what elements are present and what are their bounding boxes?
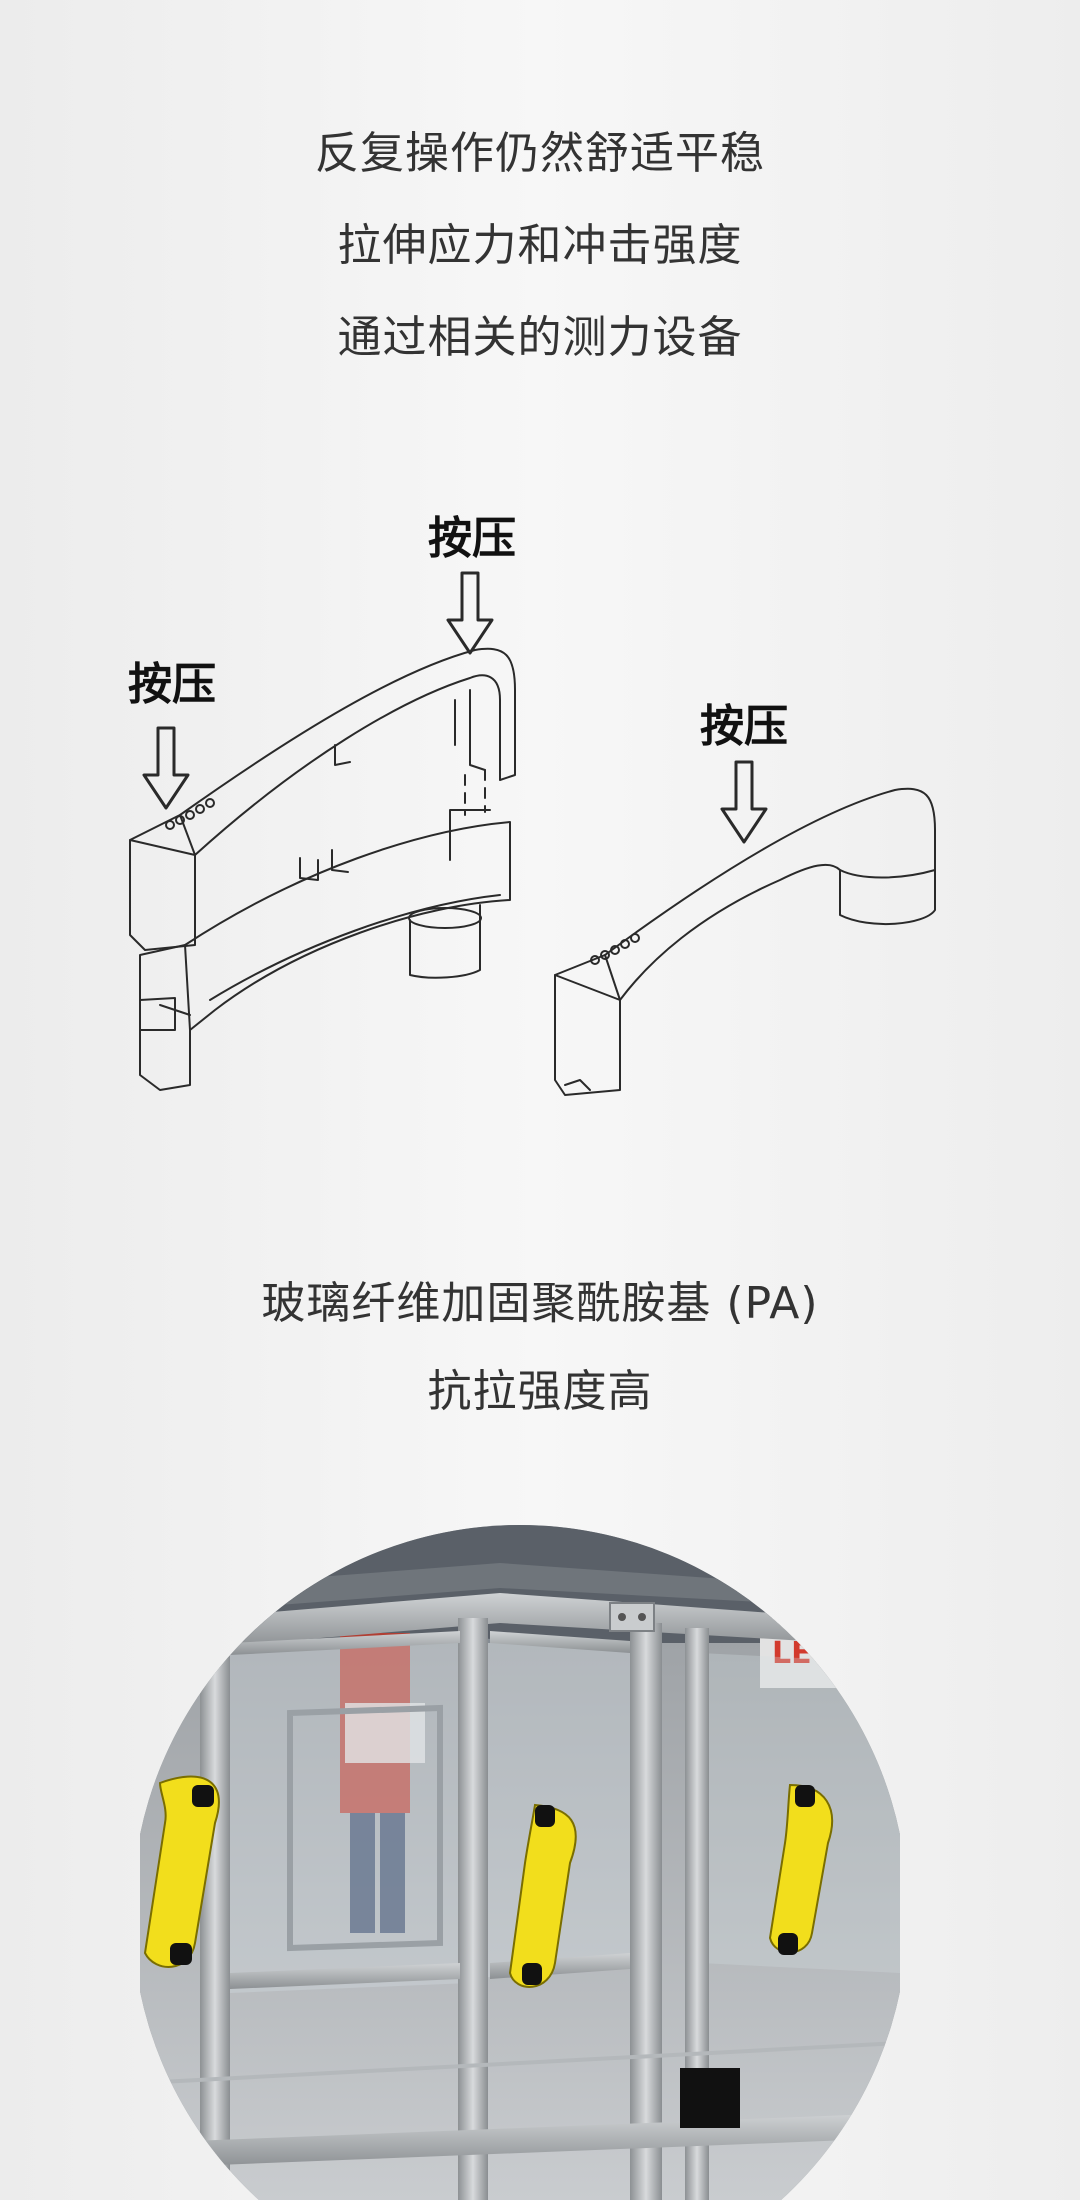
press-label-left: 按压 (128, 659, 216, 710)
arrow-down-icon (142, 726, 190, 810)
yellow-handle-center (508, 1803, 577, 1988)
handle-cover-part (129, 647, 516, 951)
intro-line-1: 反复操作仍然舒适平稳 (315, 128, 765, 179)
material-text-block: 玻璃纤维加固聚酰胺基 (PA) 抗拉强度高 (0, 1260, 1080, 1436)
intro-line-3: 通过相关的测力设备 (337, 312, 743, 363)
yellow-handle-left (143, 1775, 220, 1968)
press-label-right: 按压 (700, 701, 788, 752)
arrow-down-icon (720, 760, 768, 844)
intro-text-block: 反复操作仍然舒适平稳 拉伸应力和冲击强度 通过相关的测力设备 (0, 108, 1080, 384)
material-line-2: 抗拉强度高 (427, 1366, 653, 1417)
intro-line-2: 拉伸应力和冲击强度 (337, 220, 743, 271)
arrow-down-icon (446, 571, 494, 655)
product-photo: LEV (140, 1525, 900, 2200)
handle-assembly-diagram (129, 571, 936, 1096)
alignment-lines (464, 769, 486, 816)
yellow-handle-right (768, 1783, 834, 1955)
handle-base-part (139, 809, 511, 1091)
press-label-center: 按压 (428, 513, 516, 564)
handle-assembled (554, 787, 936, 1096)
material-line-1: 玻璃纤维加固聚酰胺基 (PA) (261, 1278, 819, 1329)
